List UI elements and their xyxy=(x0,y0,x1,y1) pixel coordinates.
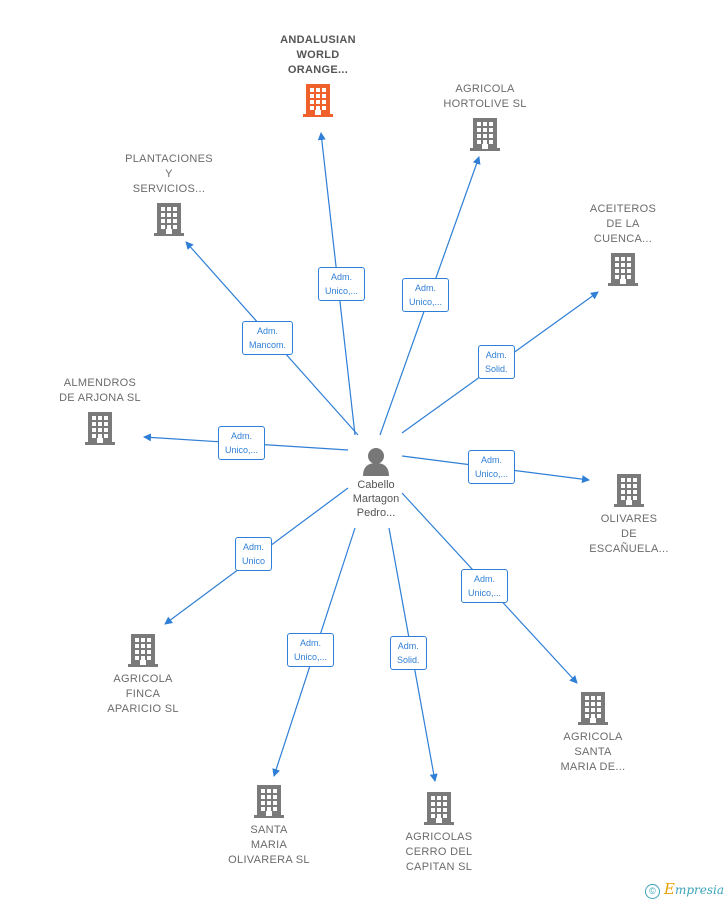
company-node-plantaciones[interactable]: PLANTACIONES Y SERVICIOS... xyxy=(109,152,229,237)
relation-label-hortolive[interactable]: Adm. Unico,... xyxy=(402,278,450,312)
company-node-olivares[interactable]: OLIVARES DE ESCAÑUELA... xyxy=(569,472,689,557)
building-icon xyxy=(254,785,284,818)
company-name: AGRICOLA FINCA APARICIO SL xyxy=(107,673,179,715)
company-name: PLANTACIONES Y SERVICIOS... xyxy=(125,153,213,195)
building-icon xyxy=(154,203,184,236)
relation-label-finca[interactable]: Adm. Unico xyxy=(235,537,273,571)
relation-label-olivares[interactable]: Adm. Unico,... xyxy=(468,450,516,484)
company-node-olivarera[interactable]: SANTA MARIA OLIVARERA SL xyxy=(209,783,329,868)
company-name: ACEITEROS DE LA CUENCA... xyxy=(589,203,657,245)
company-name: OLIVARES DE ESCAÑUELA... xyxy=(589,513,669,555)
person-name: Cabello Martagon Pedro... xyxy=(352,479,400,519)
building-icon xyxy=(614,474,644,507)
relation-label-andalusian[interactable]: Adm. Unico,... xyxy=(318,267,366,301)
company-node-andalusian[interactable]: ANDALUSIAN WORLD ORANGE... xyxy=(258,33,378,118)
company-node-aceiteros[interactable]: ACEITEROS DE LA CUENCA... xyxy=(563,202,683,287)
person-icon xyxy=(363,448,389,476)
company-name: ALMENDROS DE ARJONA SL xyxy=(59,377,141,404)
company-node-santamaria_de[interactable]: AGRICOLA SANTA MARIA DE... xyxy=(533,690,653,775)
relation-label-almendros[interactable]: Adm. Unico,... xyxy=(218,426,266,460)
company-node-almendros[interactable]: ALMENDROS DE ARJONA SL xyxy=(40,376,160,446)
building-icon xyxy=(424,792,454,825)
building-icon xyxy=(303,84,333,117)
company-node-finca[interactable]: AGRICOLA FINCA APARICIO SL xyxy=(83,632,203,717)
building-icon xyxy=(470,118,500,151)
building-icon xyxy=(85,412,115,445)
relation-label-plantaciones[interactable]: Adm. Mancom. xyxy=(242,321,294,355)
company-node-hortolive[interactable]: AGRICOLA HORTOLIVE SL xyxy=(425,82,545,152)
relation-label-cerro[interactable]: Adm. Solid. xyxy=(390,636,427,670)
company-node-cerro[interactable]: AGRICOLAS CERRO DEL CAPITAN SL xyxy=(379,790,499,875)
empresia-brand: ©Empresia xyxy=(644,880,724,899)
building-icon xyxy=(608,253,638,286)
company-name: ANDALUSIAN WORLD ORANGE... xyxy=(280,34,356,76)
company-name: SANTA MARIA OLIVARERA SL xyxy=(228,824,310,866)
company-name: AGRICOLA SANTA MARIA DE... xyxy=(560,731,626,773)
company-name: AGRICOLAS CERRO DEL CAPITAN SL xyxy=(405,831,473,873)
building-icon xyxy=(128,634,158,667)
building-icon xyxy=(578,692,608,725)
person-node[interactable]: Cabello Martagon Pedro... xyxy=(331,446,421,520)
relation-label-santamaria_de[interactable]: Adm. Unico,... xyxy=(461,569,509,603)
relation-label-aceiteros[interactable]: Adm. Solid. xyxy=(478,345,515,379)
copyright-icon: © xyxy=(644,884,660,899)
company-name: AGRICOLA HORTOLIVE SL xyxy=(443,83,527,110)
relation-label-olivarera[interactable]: Adm. Unico,... xyxy=(287,633,335,667)
